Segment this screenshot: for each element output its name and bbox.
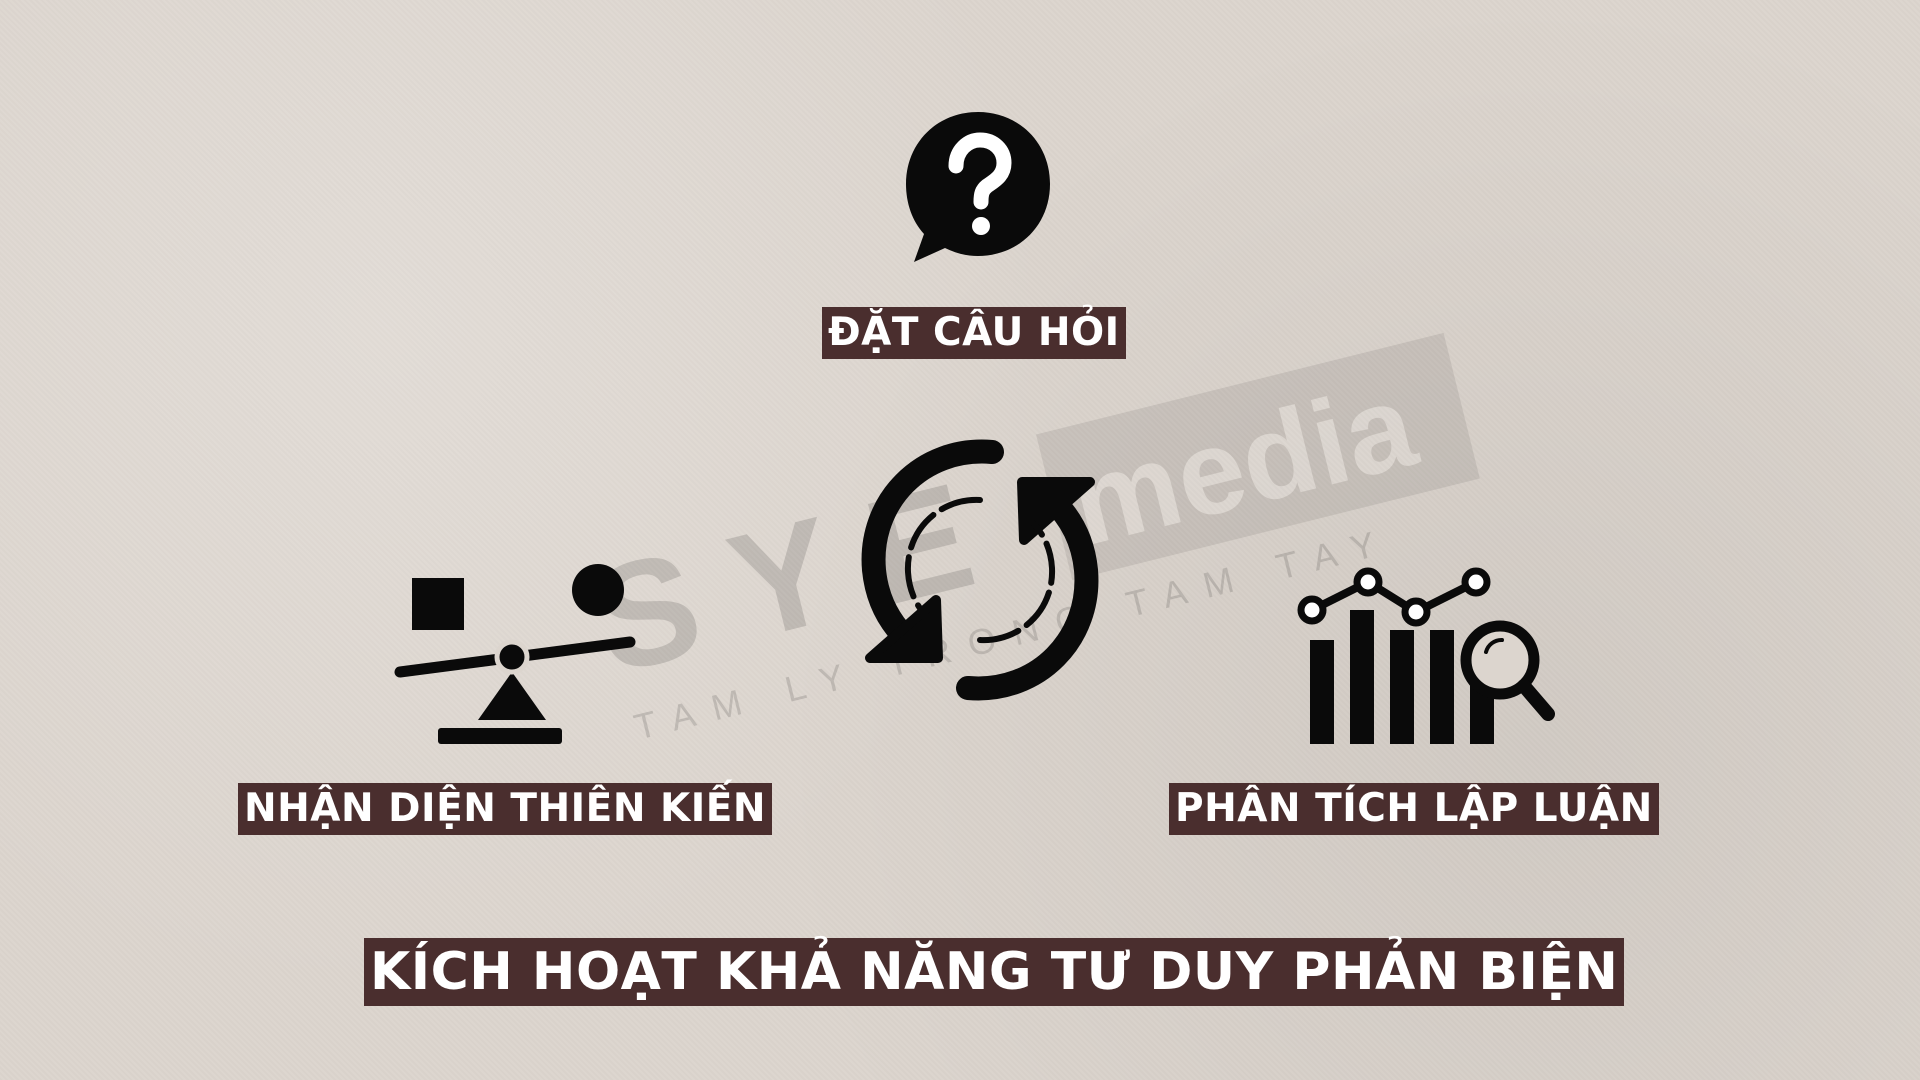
node-label-ask-questions: ĐẶT CÂU HỎI [822,307,1126,359]
diagram-title: KÍCH HOẠT KHẢ NĂNG TƯ DUY PHẢN BIỆN [364,938,1625,1006]
seesaw-icon [394,564,636,744]
node-label-identify-bias: NHẬN DIỆN THIÊN KIẾN [238,783,773,835]
node-label-analyze-arguments: PHÂN TÍCH LẬP LUẬN [1169,783,1659,835]
chart-magnifier-icon [1297,567,1555,744]
refresh-cycle-icon [861,439,1099,701]
question-bubble-icon [906,112,1050,262]
